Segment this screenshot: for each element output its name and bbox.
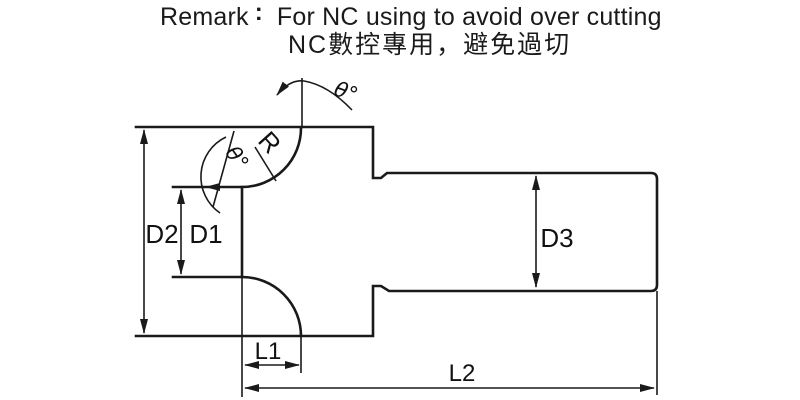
angle-arc-top [276,79,353,111]
fillet-arc-bottom [240,275,303,338]
d1-label: D1 [189,219,222,249]
l1-label: L1 [255,338,282,365]
fillet-arc-top [240,126,303,189]
angle-top-label: θ° [331,77,361,108]
remark-line-en: Remark: For NC using to avoid over cuttin… [160,0,662,31]
tool-body-outline [134,125,659,338]
remark-text-en: For NC using to avoid over cutting [276,3,662,31]
angle-arc-side [200,136,227,214]
radius-leader-line [254,146,277,182]
l2-label: L2 [449,360,476,387]
remark-colon: : [254,0,263,26]
angle-reference-line-side [212,130,235,208]
d2-label: D2 [145,219,178,249]
remark-label: Remark [160,3,249,31]
remark-line-zh: NC數控專用，避免過切 [288,31,572,59]
angle-side-label: θ° [220,142,253,175]
radius-label: R [252,125,287,159]
d3-label: D3 [540,223,573,253]
